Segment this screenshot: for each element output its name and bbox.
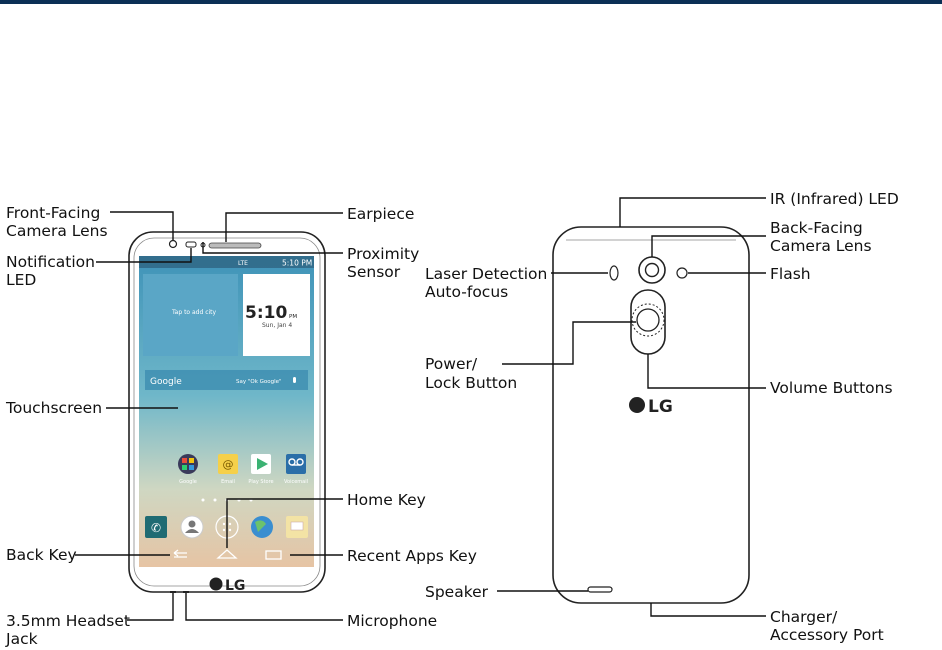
flash [676,267,688,279]
dock: ✆ [145,515,308,539]
weather-prompt: Tap to add city [171,309,217,316]
app-email: @ Email [218,454,238,485]
label-earpiece: Earpiece [347,205,414,223]
app-google: Google [178,454,198,485]
label-home-key: Home Key [347,491,426,509]
app-label-google: Google [179,479,197,485]
back-camera-lens [644,262,660,278]
svg-text:@: @ [223,458,234,471]
clock-widget [243,274,310,356]
front-logo-text: LG [225,578,245,594]
front-logo-mark [209,577,223,591]
rear-speaker [587,586,613,593]
clock-date: Sun, Jan 4 [262,322,292,329]
search-mic-icon [293,377,296,383]
status-time: 5:10 PM [282,259,312,268]
label-microphone: Microphone [347,612,437,630]
recent-apps-key-icon [265,550,282,560]
label-recent-apps: Recent Apps Key [347,547,477,565]
laser-autofocus [609,265,619,281]
back-key-icon [173,549,187,558]
phone-app-icon [145,516,167,538]
app-label-voicemail: Voicemail [284,479,308,485]
power-lock-guide [631,303,665,337]
label-touchscreen: Touchscreen [5,399,102,417]
label-speaker: Speaker [425,583,489,601]
status-net: LTE [238,260,248,267]
back-phone: LG [552,226,750,604]
home-key-icon [216,549,238,559]
earpiece-grille [208,242,262,249]
search-brand: Google [150,377,182,387]
clock-time: 5:10 [245,303,287,323]
app-voicemail: Voicemail [284,454,308,485]
weather-widget [143,274,238,356]
front-camera-lens [168,239,178,249]
clock-ampm: PM [289,314,297,320]
app-label-play-store: Play Store [248,479,273,485]
label-back-key: Back Key [6,546,77,564]
app-label-email: Email [221,479,235,485]
search-bar [145,370,308,390]
leader-lines [75,197,766,621]
search-hint: Say "Ok Google" [236,379,282,385]
label-charger: Charger/Accessory Port [770,608,884,644]
navigation-bar [173,549,282,560]
svg-text:✆: ✆ [151,521,161,535]
label-flash: Flash [770,265,811,283]
front-phone-bezel [133,237,321,587]
power-lock-button [636,308,660,332]
app-play-store: Play Store [248,454,274,485]
label-ir-led: IR (Infrared) LED [770,190,899,208]
top-rule [0,0,942,4]
back-logo-mark [629,397,645,413]
back-logo-text: LG [648,397,673,417]
status-bar [139,256,314,268]
label-power-lock: Power/Lock Button [425,355,517,392]
label-volume: Volume Buttons [770,379,893,397]
notification-led [185,241,197,248]
